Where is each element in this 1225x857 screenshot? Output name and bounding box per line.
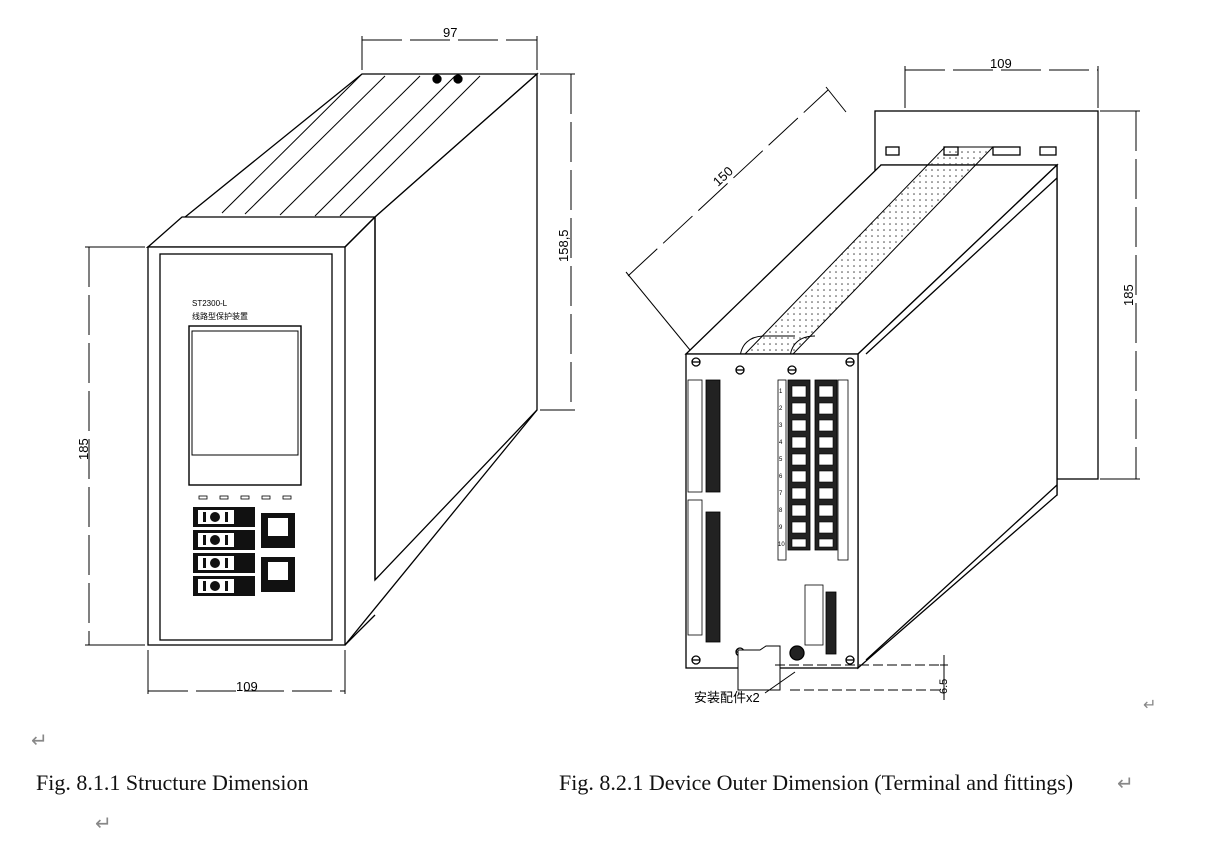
terminal-screws — [791, 385, 834, 548]
terminal-number: 3 — [779, 423, 783, 429]
square-button-lower — [261, 557, 295, 592]
terminal-number: 1 — [779, 389, 783, 395]
right-device-drawing — [684, 110, 1099, 694]
front-model-label: ST2300-L — [192, 299, 228, 308]
terminal-number-column: 1 2 3 4 5 6 7 8 9 10 — [778, 389, 785, 548]
terminal-number: 8 — [779, 508, 783, 514]
left-dimension-lines — [85, 36, 575, 694]
square-button-upper — [261, 513, 295, 548]
terminal-number: 4 — [779, 440, 783, 446]
right-dim-depth: 150 — [710, 163, 736, 189]
left-keypad — [193, 507, 295, 596]
key-row — [193, 530, 255, 550]
right-figure-caption: Fig. 8.2.1 Device Outer Dimension (Termi… — [559, 770, 1074, 795]
terminal-number: 7 — [779, 491, 783, 497]
terminal-number: 6 — [779, 474, 783, 480]
right-dimension-lines — [625, 66, 1140, 700]
left-dim-width-top: 97 — [443, 25, 457, 40]
return-mark: ↵ — [95, 811, 112, 835]
return-mark: ↵ — [31, 728, 48, 752]
key-row — [193, 576, 255, 596]
terminal-number: 10 — [778, 542, 785, 548]
return-mark: ↵ — [1117, 771, 1134, 795]
terminal-number: 9 — [779, 525, 783, 531]
right-dim-height: 185 — [1121, 284, 1136, 306]
front-type-label: 线路型保护装置 — [192, 311, 248, 321]
left-figure-caption: Fig. 8.1.1 Structure Dimension — [36, 770, 309, 795]
right-dim-offset: 6.5 — [938, 679, 950, 694]
left-dim-height-front: 185 — [76, 438, 91, 460]
return-mark: ↵ — [1143, 695, 1157, 714]
terminal-number: 5 — [779, 457, 783, 463]
fitting-label: 安装配件x2 — [694, 690, 760, 705]
key-row — [193, 553, 255, 573]
left-device-drawing — [145, 72, 539, 646]
left-dim-width-bottom: 109 — [236, 679, 258, 694]
key-row — [193, 507, 255, 527]
left-dim-height-side: 158,5 — [556, 229, 571, 262]
terminal-number: 2 — [779, 406, 783, 412]
right-dim-width-top: 109 — [990, 56, 1012, 71]
